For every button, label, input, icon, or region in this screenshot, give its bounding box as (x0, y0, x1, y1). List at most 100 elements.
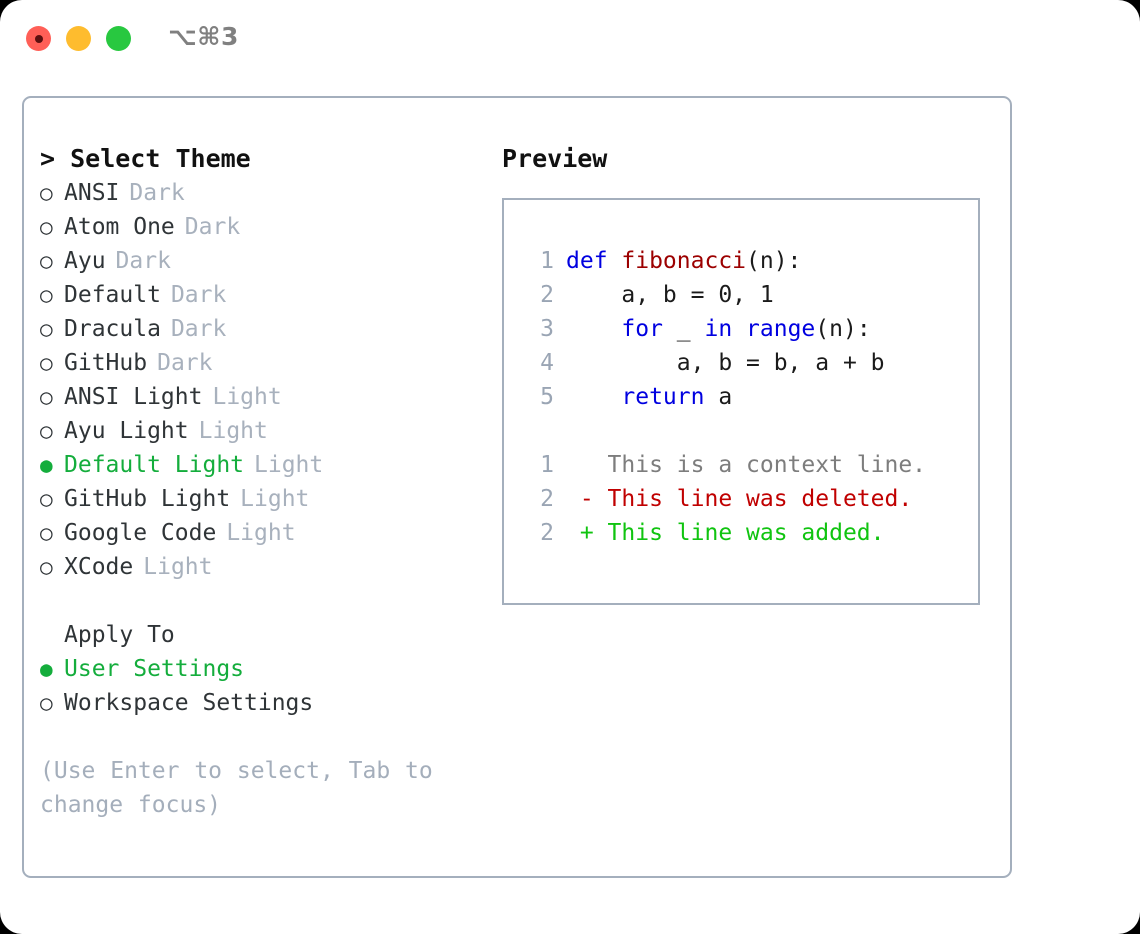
diff-text: + This line was added. (566, 516, 885, 550)
token-plain: a (704, 384, 733, 410)
token-kw: in (704, 316, 733, 342)
theme-list-item[interactable]: ○ Dracula Dark (40, 312, 480, 346)
theme-name-label: XCode (64, 554, 134, 580)
radio-unselected-icon: ○ (40, 487, 53, 511)
theme-name-label: Dracula (64, 316, 161, 342)
apply-to-item[interactable]: ○ Workspace Settings (40, 686, 480, 720)
diff-text: - This line was deleted. (566, 482, 912, 516)
line-number: 1 (540, 248, 554, 274)
theme-kind-badge: Dark (184, 214, 241, 240)
radio-selected-icon: ● (40, 657, 53, 681)
theme-kind-badge: Dark (129, 180, 185, 206)
theme-list-item[interactable]: ○ Ayu Dark (40, 244, 480, 278)
theme-name-label: Ayu (64, 248, 106, 274)
diff-preview: 1 This is a context line. 2 - This line w… (518, 448, 978, 550)
theme-list-item[interactable]: ● Default Light Light (40, 448, 480, 482)
token-plain: a, b = b, a + b (566, 350, 885, 376)
diff-text: This is a context line. (566, 448, 927, 482)
radio-unselected-icon: ○ (40, 555, 53, 579)
token-plain: (n): (746, 248, 802, 274)
apply-to-label: User Settings (64, 656, 245, 682)
theme-kind-badge: Light (212, 384, 282, 410)
code-text: def fibonacci(n): (566, 244, 801, 278)
theme-name-label: GitHub (64, 350, 148, 376)
preview-heading: Preview (502, 144, 608, 173)
theme-kind-badge: Light (143, 554, 213, 580)
apply-to-label: Workspace Settings (64, 690, 314, 716)
theme-name-label: GitHub Light (64, 486, 231, 512)
theme-name-label: Default Light (64, 452, 245, 478)
theme-kind-badge: Light (226, 520, 296, 546)
line-number: 1 (540, 452, 554, 478)
token-del: - This line was deleted. (566, 486, 913, 512)
code-line: 3 for _ in range(n): (518, 312, 978, 346)
radio-unselected-icon: ○ (40, 521, 53, 545)
close-button-icon[interactable] (26, 26, 51, 51)
radio-selected-icon: ● (40, 453, 53, 477)
theme-name-label: Default (64, 282, 161, 308)
minimize-button-icon[interactable] (66, 26, 91, 51)
theme-name-label: ANSI Light (64, 384, 203, 410)
theme-kind-badge: Light (254, 452, 324, 478)
apply-to-item[interactable]: ● User Settings (40, 652, 480, 686)
theme-name-label: ANSI (64, 180, 120, 206)
theme-kind-badge: Dark (170, 282, 227, 308)
token-fn: fibonacci (621, 248, 747, 274)
apply-to-heading: Apply To (64, 622, 175, 648)
token-kw: range (746, 316, 816, 342)
keyboard-hint-text: (Use Enter to select, Tab to change focu… (40, 758, 433, 818)
radio-unselected-icon: ○ (40, 249, 53, 273)
apply-to-list[interactable]: ● User Settings ○ Workspace Settings (40, 652, 480, 720)
line-number: 3 (540, 316, 554, 342)
theme-kind-badge: Dark (115, 248, 171, 274)
diff-line: 2 - This line was deleted. (518, 482, 978, 516)
token-kw: for (621, 316, 663, 342)
maximize-button-icon[interactable] (106, 26, 131, 51)
token-plain: (n): (815, 316, 871, 342)
code-text: for _ in range(n): (566, 312, 871, 346)
keyboard-shortcut-label: ⌥⌘3 (168, 22, 239, 51)
diff-line: 2 + This line was added. (518, 516, 978, 550)
code-line: 4 a, b = b, a + b (518, 346, 978, 380)
select-theme-heading: > Select Theme (40, 144, 251, 173)
token-ctx: This is a context line. (566, 452, 927, 478)
code-line: 5 return a (518, 380, 978, 414)
theme-list-item[interactable]: ○ XCode Light (40, 550, 480, 584)
code-text: a, b = b, a + b (566, 346, 885, 380)
theme-list-item[interactable]: ○ GitHub Light Light (40, 482, 480, 516)
line-number: 4 (540, 350, 554, 376)
title-bar: ⌥⌘3 (0, 0, 1140, 78)
token-kw: return (621, 384, 705, 410)
code-text: a, b = 0, 1 (566, 278, 774, 312)
token-kw: def (566, 248, 622, 274)
radio-unselected-icon: ○ (40, 317, 53, 341)
radio-unselected-icon: ○ (40, 691, 53, 715)
theme-name-label: Ayu Light (64, 418, 189, 444)
theme-kind-badge: Dark (170, 316, 227, 342)
code-line: 2 a, b = 0, 1 (518, 278, 978, 312)
line-number: 2 (540, 520, 554, 546)
token-plain: a, b = 0, 1 (566, 282, 774, 308)
token-plain (566, 316, 621, 342)
theme-list-item[interactable]: ○ Google Code Light (40, 516, 480, 550)
theme-kind-badge: Dark (157, 350, 213, 376)
theme-name-label: Google Code (64, 520, 217, 546)
radio-unselected-icon: ○ (40, 215, 53, 239)
line-number: 2 (540, 486, 554, 512)
preview-spacer (518, 414, 978, 448)
theme-kind-badge: Light (198, 418, 268, 444)
token-plain (566, 384, 621, 410)
theme-kind-badge: Light (240, 486, 310, 512)
token-plain: _ (662, 316, 705, 342)
window-controls (26, 26, 131, 51)
